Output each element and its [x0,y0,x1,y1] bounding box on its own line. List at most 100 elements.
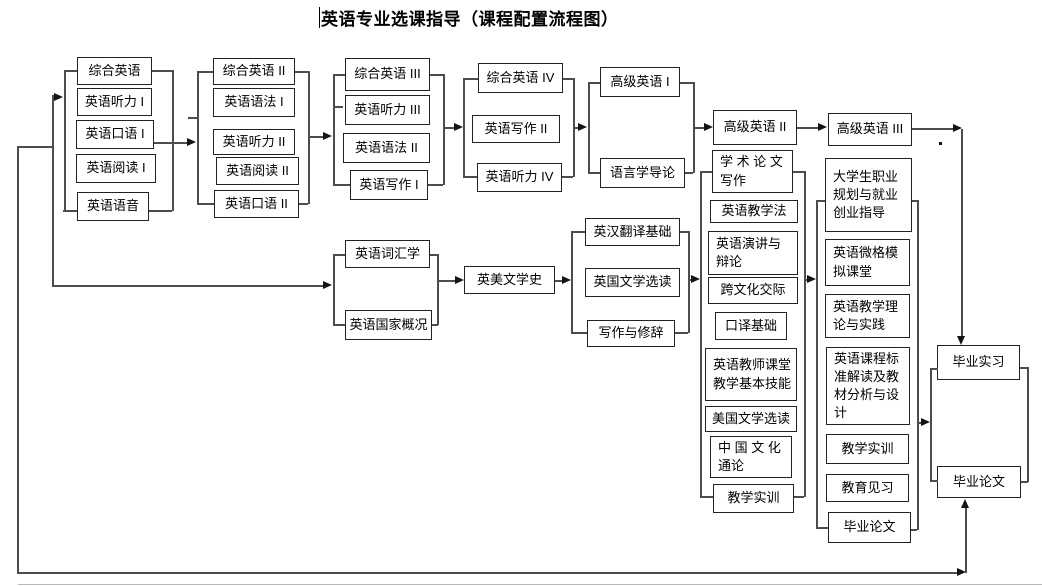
course-box: 教学实训 [713,484,794,513]
course-box: 英汉翻译基础 [585,218,680,246]
connector-line [685,172,693,174]
connector-line [930,480,938,482]
page-title-text: 英语专业选课指导（课程配置流程图） [321,10,619,29]
course-box: 毕业实习 [937,345,1020,380]
group-bracket [463,78,465,177]
course-box: 英语课程标 准解读及教 材分析与设 计 [826,347,910,425]
course-box: 写作与修辞 [587,320,675,347]
course-box: 教育见习 [826,474,909,502]
connector-line [154,142,188,144]
connector-line [1020,367,1027,369]
connector-line [700,171,712,173]
connector-line [793,171,804,173]
course-box: 综合英语 III [345,58,430,91]
course-box: 英语听力 II [213,129,295,155]
connector-line [693,127,704,129]
connector-line [152,70,172,72]
arrow-right-icon [691,275,700,283]
connector-line [797,127,818,129]
connector-line [912,128,953,130]
connector-line [197,203,214,205]
course-box: 英美文学史 [464,266,555,294]
connector-line [911,529,917,531]
group-bracket [700,171,702,497]
group-bracket [804,171,806,497]
page-title: 英语专业选课指导（课程配置流程图） [319,5,619,30]
arrow-right-icon [704,123,713,131]
connector-line [816,527,828,529]
connector-line [333,254,345,256]
group-bracket [1027,367,1029,482]
connector-line [961,129,963,336]
course-box: 英语国家概况 [345,310,432,340]
course-box: 英语听力 I [77,88,152,116]
connector-line [571,231,585,233]
course-box: 英语语音 [77,192,149,221]
connector-line [333,324,345,326]
course-box: 英语听力 III [345,95,430,125]
connector-line [197,71,213,73]
course-box: 教学实训 [826,434,909,464]
connector-line [917,422,921,424]
group-bracket [816,200,818,528]
course-box: 口译基础 [715,312,787,340]
group-bracket [333,254,335,325]
course-box: 英语阅读 II [216,157,299,185]
course-box: 美国文学选读 [705,406,797,432]
connector-line [463,176,477,178]
course-box: 高级英语 I [600,67,680,97]
connector-line [573,127,578,129]
connector-line [588,172,600,174]
stray-dot [939,142,942,145]
arrow-right-icon [818,123,827,131]
arrow-right-icon [578,123,587,131]
connector-line [428,184,443,186]
connector-line [794,496,804,498]
connector-line [333,184,350,186]
course-box: 毕业论文 [828,512,911,543]
connector-line [680,231,688,233]
course-box: 英语听力 IV [477,163,562,192]
group-bracket [64,70,66,211]
course-box: 毕业论文 [937,466,1021,498]
connector-line [430,74,443,76]
group-bracket [571,231,573,333]
connector-line [17,146,53,148]
connector-line [816,200,825,202]
group-bracket [443,74,445,185]
connector-line [965,503,967,573]
course-box: 英语口语 II [214,190,299,218]
course-box: 高级英语 III [828,113,912,146]
group-bracket [437,254,439,325]
course-box: 学 术 论 文 写作 [712,150,793,193]
connector-line [64,70,77,72]
course-box: 英语教学法 [710,200,798,223]
arrow-right-icon [953,124,962,132]
course-box: 英语微格模 拟课堂 [825,239,910,286]
course-box: 英语语法 I [213,88,295,117]
connector-line [555,280,562,282]
course-box: 高级英语 II [713,110,797,145]
course-box: 综合英语 [77,57,152,85]
connector-line [333,74,345,76]
connector-line [437,280,455,282]
arrow-right-icon [323,281,332,289]
bracket-tick [188,117,197,119]
connector-line [308,136,323,138]
course-box: 跨文化交际 [708,277,798,304]
bracket-tick [333,106,343,108]
group-bracket [588,82,590,173]
group-bracket [930,368,932,481]
course-box: 英语口语 I [76,120,154,149]
connector-line [295,71,308,73]
text-cursor-icon [319,7,320,28]
course-box: 综合英语 IV [478,63,563,93]
connector-line [149,210,172,212]
connector-line [432,324,438,326]
course-box: 英语阅读 I [76,154,156,183]
group-bracket [917,200,919,530]
arrow-right-icon [921,418,930,426]
course-box: 中 国 文 化 通论 [710,436,792,478]
group-bracket [688,231,690,333]
